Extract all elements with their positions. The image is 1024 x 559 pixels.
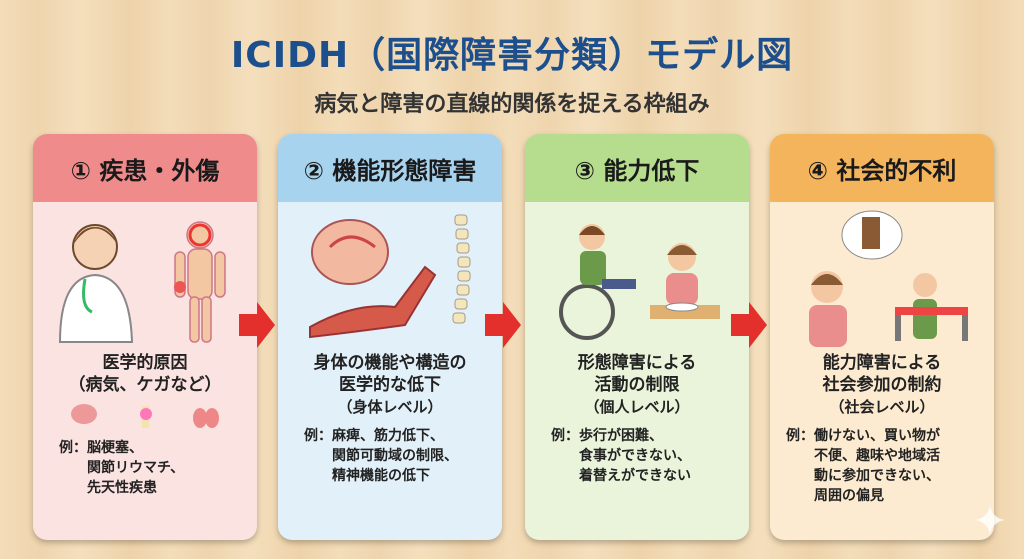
main-line: 形態障害による <box>577 353 697 373</box>
main-line: （身体レベル） <box>337 398 443 416</box>
example-item: 麻痺、筋力低下、 <box>332 428 444 444</box>
card-header: ① 疾患・外傷 <box>33 134 257 202</box>
page-subtitle: 病気と障害の直線的関係を捉える枠組み <box>314 92 710 117</box>
example-label: 例： <box>304 428 332 444</box>
arrow-right-icon <box>485 302 521 348</box>
card-impairment: ② 機能形態障害 身体の機能や構造の 医学的な低下 （身体レベル） 例： 麻痺、… <box>278 134 502 540</box>
card-disease: ① 疾患・外傷 医学的原因 （病気、ケガなど） 例： 脳梗塞、 関節リウマチ、 … <box>33 134 257 540</box>
anatomy-illustration <box>278 202 502 352</box>
examples: 例： 脳梗塞、 関節リウマチ、 先天性疾患 <box>33 430 257 498</box>
card-description: 形態障害による 活動の制限 （個人レベル） <box>525 352 749 418</box>
main-line: （病気、ケガなど） <box>68 375 222 395</box>
page-title: ICIDH（国際障害分類）モデル図 <box>230 35 794 76</box>
examples: 例： 働けない、買い物が 不便、趣味や地域活 動に参加できない、 周囲の偏見 <box>770 418 994 506</box>
examples: 例： 歩行が困難、 食事ができない、 着替えができない <box>525 418 749 486</box>
example-item: 歩行が困難、 <box>579 428 663 444</box>
example-item: 関節可動域の制限、 <box>332 448 458 464</box>
main-line: 活動の制限 <box>594 375 680 395</box>
card-description: 身体の機能や構造の 医学的な低下 （身体レベル） <box>278 352 502 418</box>
doctor-illustration <box>33 202 257 352</box>
main-line: （社会レベル） <box>829 398 935 416</box>
example-label: 例： <box>551 428 579 444</box>
example-item: 関節リウマチ、 <box>87 460 185 476</box>
example-item: 脳梗塞、 <box>87 440 143 456</box>
card-description: 医学的原因 （病気、ケガなど） <box>33 352 257 396</box>
organ-icons <box>33 396 257 430</box>
example-item: 先天性疾患 <box>87 480 157 496</box>
example-label: 例： <box>59 440 87 456</box>
example-item: 働けない、買い物が <box>814 428 940 444</box>
sparkle-icon <box>975 505 1005 535</box>
lungs-icon <box>193 408 220 428</box>
card-header: ② 機能形態障害 <box>278 134 502 202</box>
card-disability: ③ 能力低下 形態障害による 活動の制限 （個人レベル） 例： 歩行が困難、 食… <box>525 134 749 540</box>
brain-icon <box>70 404 97 424</box>
main-line: 能力障害による <box>822 353 942 373</box>
example-item: 精神機能の低下 <box>332 468 430 484</box>
example-label: 例： <box>786 428 814 444</box>
example-item: 不便、趣味や地域活 <box>814 448 940 464</box>
card-header: ④ 社会的不利 <box>770 134 994 202</box>
main-line: 医学的原因 <box>102 353 188 373</box>
social-barrier-illustration <box>770 202 994 352</box>
arrow-right-icon <box>731 302 767 348</box>
wheelchair-meal-illustration <box>525 202 749 352</box>
main-line: 医学的な低下 <box>339 375 441 395</box>
knee-joint-icon <box>139 406 152 428</box>
card-handicap: ④ 社会的不利 能力障害による 社会参加の制約 （社会レベル） 例： 働けない、… <box>770 134 994 540</box>
examples: 例： 麻痺、筋力低下、 関節可動域の制限、 精神機能の低下 <box>278 418 502 486</box>
example-item: 着替えができない <box>579 468 691 484</box>
example-item: 食事ができない、 <box>579 448 691 464</box>
card-header: ③ 能力低下 <box>525 134 749 202</box>
example-item: 周囲の偏見 <box>814 488 884 504</box>
main-line: 社会参加の制約 <box>822 375 942 395</box>
main-line: （個人レベル） <box>584 398 690 416</box>
arrow-right-icon <box>239 302 275 348</box>
example-item: 動に参加できない、 <box>814 468 940 484</box>
main-line: 身体の機能や構造の <box>313 353 467 373</box>
card-description: 能力障害による 社会参加の制約 （社会レベル） <box>770 352 994 418</box>
